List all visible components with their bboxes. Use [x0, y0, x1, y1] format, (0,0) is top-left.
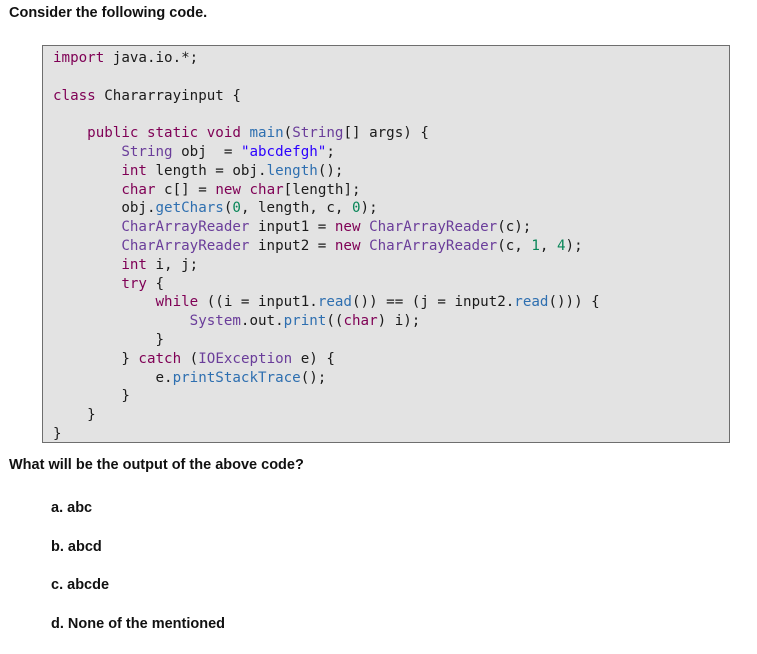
code-listing: import java.io.*; ​class Chararrayinput {…: [53, 49, 600, 444]
code-line: class Chararrayinput {: [53, 87, 241, 104]
code-line: int length = obj.length();: [121, 162, 344, 179]
option-text: None of the mentioned: [67, 616, 226, 633]
answer-option[interactable]: c. abcde: [51, 576, 225, 615]
option-letter: b.: [51, 538, 64, 555]
option-text: abcd: [67, 538, 102, 555]
code-line: ​: [53, 68, 600, 87]
code-line: while ((i = input1.read()) == (j = input…: [155, 294, 600, 311]
code-line: CharArrayReader input1 = new CharArrayRe…: [121, 219, 532, 236]
answer-option[interactable]: d. None of the mentioned: [51, 615, 225, 654]
code-line: }: [53, 407, 96, 424]
question-text: What will be the output of the above cod…: [9, 457, 304, 473]
code-line: System.out.print((char) i);: [189, 313, 421, 330]
code-block: import java.io.*; ​class Chararrayinput {…: [42, 45, 730, 443]
answer-option[interactable]: a. abc: [51, 499, 225, 538]
code-line: obj.getChars(0, length, c, 0);: [53, 200, 378, 217]
code-line: char c[] = new char[length];: [121, 181, 361, 198]
code-line: }: [53, 388, 130, 405]
code-line: int i, j;: [121, 256, 199, 273]
code-line: } catch (IOException e) {: [53, 350, 335, 367]
code-line: e.printStackTrace();: [53, 369, 327, 386]
question-heading: Consider the following code.: [9, 5, 208, 21]
code-line: String obj = "abcdefgh";: [121, 143, 335, 160]
code-line: public static void main(String[] args) {: [87, 125, 429, 142]
option-text: abcde: [67, 577, 110, 594]
code-line: try {: [121, 275, 165, 292]
code-line: }: [53, 331, 165, 348]
code-line: import java.io.*;: [53, 50, 199, 66]
answer-option[interactable]: b. abcd: [51, 538, 225, 577]
code-line: CharArrayReader input2 = new CharArrayRe…: [121, 237, 583, 254]
option-letter: d.: [51, 616, 64, 633]
option-letter: c.: [51, 577, 64, 594]
option-letter: a.: [51, 500, 64, 516]
code-line: }: [53, 425, 62, 442]
option-text: abc: [67, 500, 93, 516]
code-line: ​: [53, 105, 600, 124]
